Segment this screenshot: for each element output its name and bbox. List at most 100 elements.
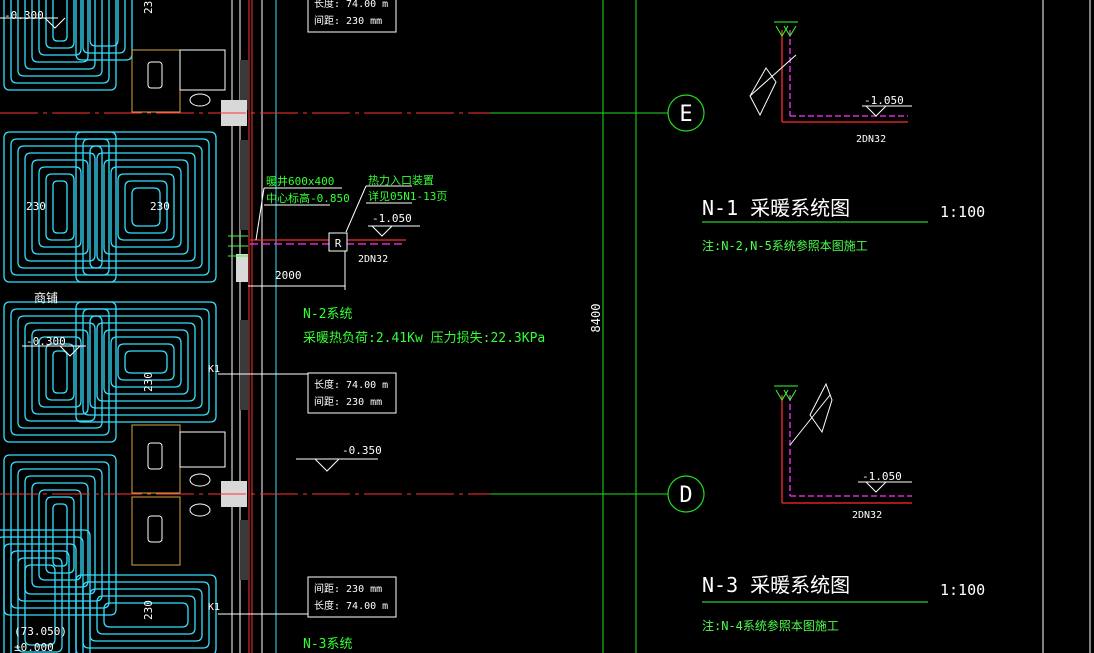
n1-note: 注:N-2,N-5系统参照本图施工 xyxy=(702,238,868,253)
heating-pipe-loop xyxy=(96,152,196,262)
heating-pipe-loop xyxy=(31,0,89,63)
heating-pipe-loop xyxy=(0,536,84,653)
heating-pipe-loop xyxy=(3,0,117,91)
heating-pipe-loop xyxy=(82,0,126,54)
heating-pipe-loop xyxy=(117,343,175,381)
heating-pipe-loop xyxy=(131,187,161,227)
heating-pipe-loop xyxy=(82,138,210,276)
heating-pipe-loop xyxy=(0,529,91,653)
n1-level: -1.050 xyxy=(864,94,904,107)
structure-lines xyxy=(591,0,637,653)
well-note-1: 暖井600x400 xyxy=(266,174,334,188)
manifold-connections xyxy=(228,235,248,257)
entry-note-2: 详见05N1-13页 xyxy=(368,189,447,203)
heating-pipe-loop xyxy=(38,336,82,408)
level-bottom-b: ±0.000 xyxy=(14,641,54,653)
axis-label-e: E xyxy=(679,102,692,127)
axis-label-d: D xyxy=(679,483,692,508)
wall-hatch xyxy=(240,60,249,580)
loop-spacing-text: 间距: 230 mm xyxy=(314,395,382,408)
fixture-block-top xyxy=(131,49,226,113)
heating-pipe-loop xyxy=(17,468,103,602)
n1-riser-diagram xyxy=(749,21,912,123)
heating-pipe-loop xyxy=(52,503,68,567)
entry-device-label: R xyxy=(335,237,342,250)
level-bottom-a: (73.050) xyxy=(14,625,67,638)
level-top-left: -0.300 xyxy=(4,9,44,22)
room-label: 商铺 xyxy=(34,290,58,305)
spacing-label: 230 xyxy=(142,0,155,14)
heating-pipe-loop xyxy=(52,350,68,394)
heating-pipe-loop xyxy=(45,496,75,574)
heating-pipe-loop xyxy=(117,173,175,241)
n3-note: 注:N-4系统参照本图施工 xyxy=(702,618,839,633)
level-mid-left: -0.300 xyxy=(26,335,66,348)
spacing-label: 230 xyxy=(26,200,46,213)
heating-pipe-loop xyxy=(89,315,203,409)
heating-pipe-loop xyxy=(103,159,189,255)
heating-pipe-loop xyxy=(75,0,133,61)
wall-lines xyxy=(231,0,277,653)
loop-tag-k1-a: K1 xyxy=(208,364,220,375)
loop-length-text: 长度: 74.00 m xyxy=(314,599,388,612)
heating-pipe-loop xyxy=(110,166,182,248)
heating-pipe-loop xyxy=(103,329,189,395)
heating-pipe-loop xyxy=(124,180,168,234)
entry-level: -1.050 xyxy=(372,212,412,225)
toilet-icon xyxy=(147,61,211,543)
manifold-leaders xyxy=(255,185,420,241)
heating-pipe-loop xyxy=(24,322,96,422)
heating-pipe-loop xyxy=(17,0,103,77)
n2-system-note: 采暖热负荷:2.41Kw 压力损失:22.3KPa xyxy=(303,331,545,346)
n3-pipe-size: 2DN32 xyxy=(852,510,882,521)
loop-info-box-bottom: 间距: 230 mm 长度: 74.00 m xyxy=(307,576,397,618)
heating-pipe-loop xyxy=(124,350,168,374)
level-markers xyxy=(0,17,378,472)
heating-pipe-loop xyxy=(10,0,110,84)
n3-diagram-title: N-3 采暖系统图 xyxy=(702,573,850,597)
heating-pipe-loop xyxy=(38,0,82,56)
spacing-label: 230 xyxy=(150,200,170,213)
heating-pipe-loop xyxy=(52,180,68,234)
well-note-2: 中心标高-0.850 xyxy=(266,191,350,205)
heating-pipe-loop xyxy=(10,308,110,436)
floor-heating-loops xyxy=(0,0,217,653)
heating-pipe-loop xyxy=(24,152,96,262)
heating-pipe-loop xyxy=(110,336,182,388)
offset-dimension: 2000 xyxy=(275,269,302,282)
loop-length-text: 长度: 74.00 m xyxy=(314,378,388,391)
heating-pipe-loop xyxy=(89,145,203,269)
heating-pipe-loop xyxy=(45,173,75,241)
spacing-label: 230 xyxy=(142,600,155,620)
heating-pipe-loop xyxy=(45,0,75,49)
heating-pipe-loop xyxy=(31,159,89,255)
heating-pipe-loop xyxy=(24,475,96,595)
level-middle: -0.350 xyxy=(342,444,382,457)
heating-pipe-loop xyxy=(82,308,210,416)
entry-device-symbol xyxy=(328,232,348,252)
axis-bubble-e xyxy=(667,94,705,132)
loop-spacing-text: 间距: 230 mm xyxy=(314,582,382,595)
n2-system-title: N-2系统 xyxy=(303,307,352,322)
n1-pipe-size: 2DN32 xyxy=(856,134,886,145)
spacing-label: 230 xyxy=(142,372,155,392)
heating-pipe-loop xyxy=(31,329,89,415)
n1-scale: 1:100 xyxy=(940,203,985,221)
heating-pipe-loop xyxy=(103,602,189,628)
heating-pipe-loop xyxy=(96,322,196,402)
loop-info-box-mid: 长度: 74.00 m 间距: 230 mm xyxy=(307,372,397,414)
loop-length-text: 长度: 74.00 m xyxy=(314,0,388,10)
fixture-block-bottom xyxy=(131,424,226,566)
frame-lines xyxy=(1042,0,1091,653)
heating-pipe-loop xyxy=(89,0,119,47)
heating-pipe-loop xyxy=(24,0,96,70)
heating-pipe-loop xyxy=(17,557,63,653)
loop-spacing-text: 间距: 230 mm xyxy=(314,14,382,27)
heating-pipe-loop xyxy=(38,489,82,581)
heating-pipe-loop xyxy=(3,301,117,443)
n3-riser-diagram xyxy=(774,382,912,504)
leader-lines xyxy=(218,373,309,615)
entry-pipe xyxy=(248,239,406,290)
heating-pipe-loop xyxy=(3,454,117,616)
loop-info-box-top: 长度: 74.00 m 间距: 230 mm xyxy=(307,0,397,33)
